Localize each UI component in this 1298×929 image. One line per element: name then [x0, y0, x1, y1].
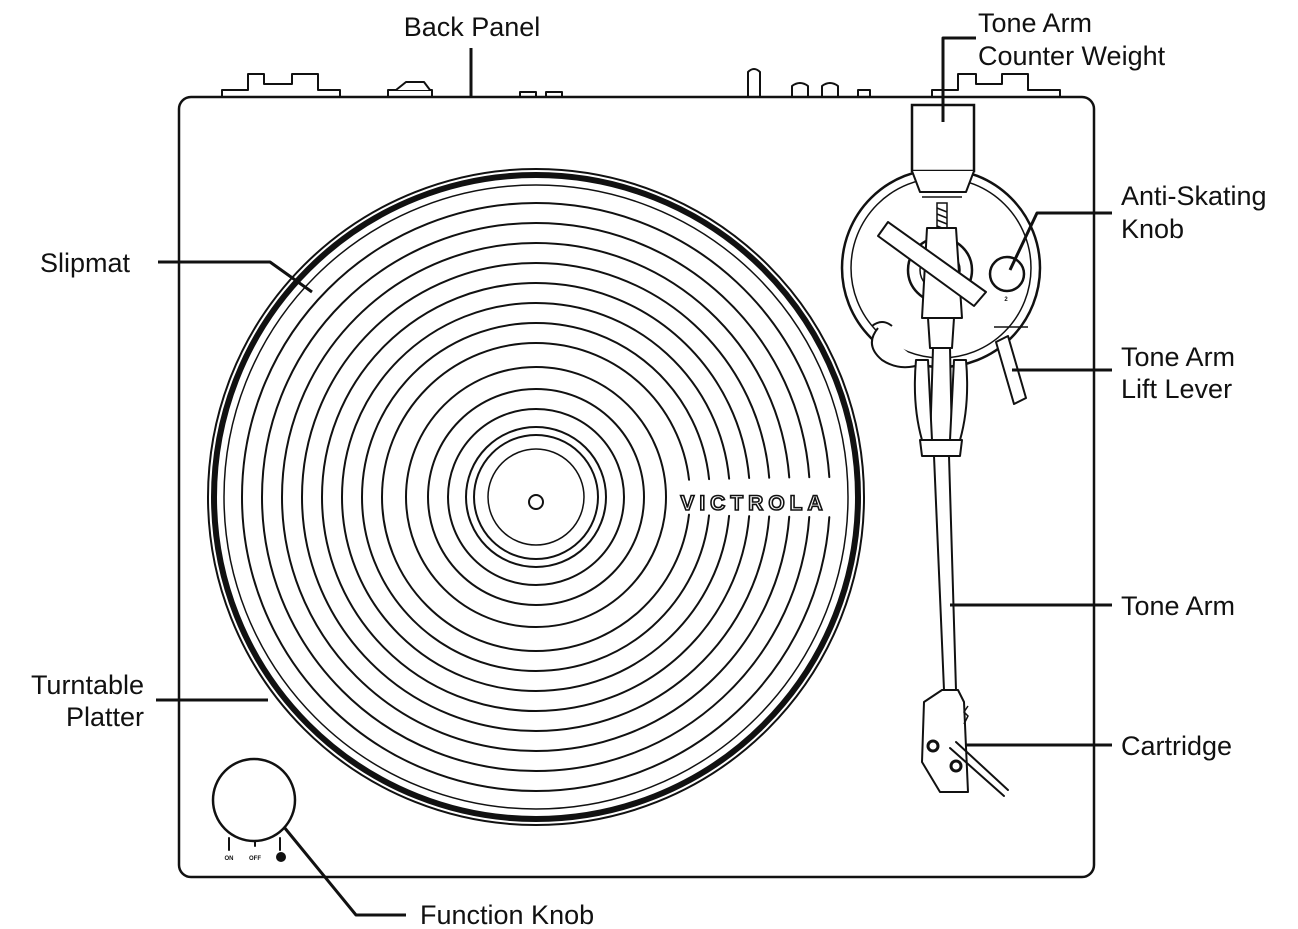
label-platter-line1: Turntable [31, 670, 144, 700]
label-lift-lever-line2: Lift Lever [1121, 374, 1232, 404]
leader-counter-weight [941, 36, 976, 122]
label-function-knob: Function Knob [420, 900, 594, 929]
label-lift-lever-line1: Tone Arm [1121, 342, 1235, 372]
anti-skating-knob[interactable] [988, 255, 1026, 293]
label-counter-weight-line2: Counter Weight [978, 41, 1166, 71]
label-counter-weight-line1: Tone Arm [978, 8, 1092, 38]
back-panel-connectors [221, 68, 1061, 98]
cartridge [921, 689, 1009, 797]
leader-function-knob [282, 826, 406, 917]
label-anti-skating-line2: Knob [1121, 214, 1184, 244]
bluetooth-icon [276, 852, 286, 862]
knob-mark-on: ON [225, 856, 234, 862]
label-slipmat: Slipmat [40, 248, 131, 278]
function-knob[interactable] [211, 757, 297, 862]
leader-slipmat [158, 260, 313, 294]
tone-arm-lift-lever[interactable] [995, 335, 1027, 405]
label-anti-skating-line1: Anti-Skating [1121, 181, 1267, 211]
spindle [528, 494, 544, 510]
slipmat [241, 202, 831, 792]
anti-skating-mark: 2 [1004, 297, 1008, 303]
brand-logo: VICTROLA [680, 492, 827, 515]
label-tone-arm: Tone Arm [1121, 591, 1235, 621]
tone-arm[interactable] [877, 221, 987, 691]
label-platter-line2: Platter [66, 702, 144, 732]
leader-anti-skating [1008, 211, 1112, 271]
knob-mark-off: OFF [249, 856, 261, 862]
label-cartridge: Cartridge [1121, 731, 1232, 761]
label-back-panel: Back Panel [404, 12, 541, 42]
